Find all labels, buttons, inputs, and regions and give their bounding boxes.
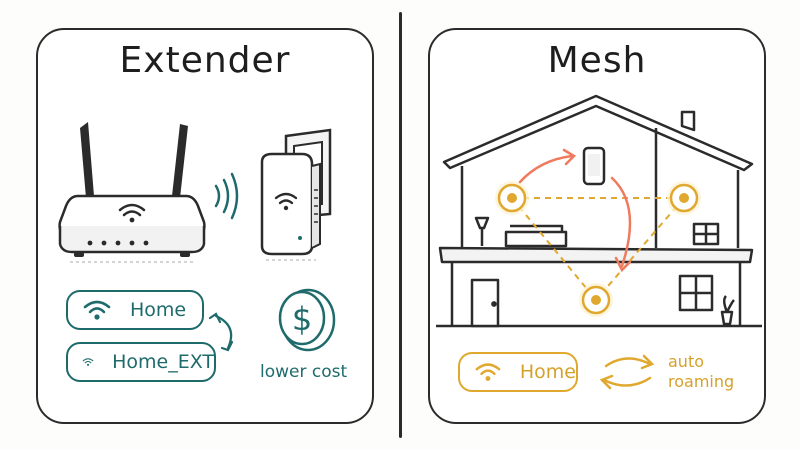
extender-title: Extender [119, 40, 291, 81]
network-pill-mesh-home: Home [458, 352, 578, 392]
network-pill-home: Home [66, 290, 204, 330]
mesh-links [511, 197, 685, 301]
wifi-icon [82, 358, 94, 366]
center-divider [399, 12, 402, 438]
roaming-arrows [518, 148, 632, 273]
dollar-coin-icon: $ [278, 288, 336, 352]
mesh-node-icon [579, 283, 613, 317]
extender-device-icon [260, 152, 321, 261]
network-name: Home [130, 299, 187, 321]
wifi-icon [475, 363, 501, 381]
network-name: Home [519, 361, 576, 383]
roaming-caption-line1: auto [668, 352, 705, 371]
signal-waves-icon [214, 172, 239, 220]
router-icon [58, 122, 206, 263]
house-icon [436, 94, 762, 328]
mesh-node-icon [667, 181, 701, 215]
mesh-title: Mesh [547, 40, 647, 81]
phone-icon [582, 146, 606, 186]
switch-arrows-icon [208, 312, 234, 352]
cost-caption: lower cost [260, 362, 348, 382]
mesh-node-icon [495, 181, 529, 215]
network-pill-home-ext: Home_EXT [66, 342, 216, 382]
swap-arrows-icon [599, 354, 655, 390]
network-name: Home_EXT [112, 351, 214, 373]
roaming-caption-line2: roaming [668, 372, 735, 391]
wifi-icon [83, 300, 111, 320]
svg-text:$: $ [292, 300, 312, 338]
